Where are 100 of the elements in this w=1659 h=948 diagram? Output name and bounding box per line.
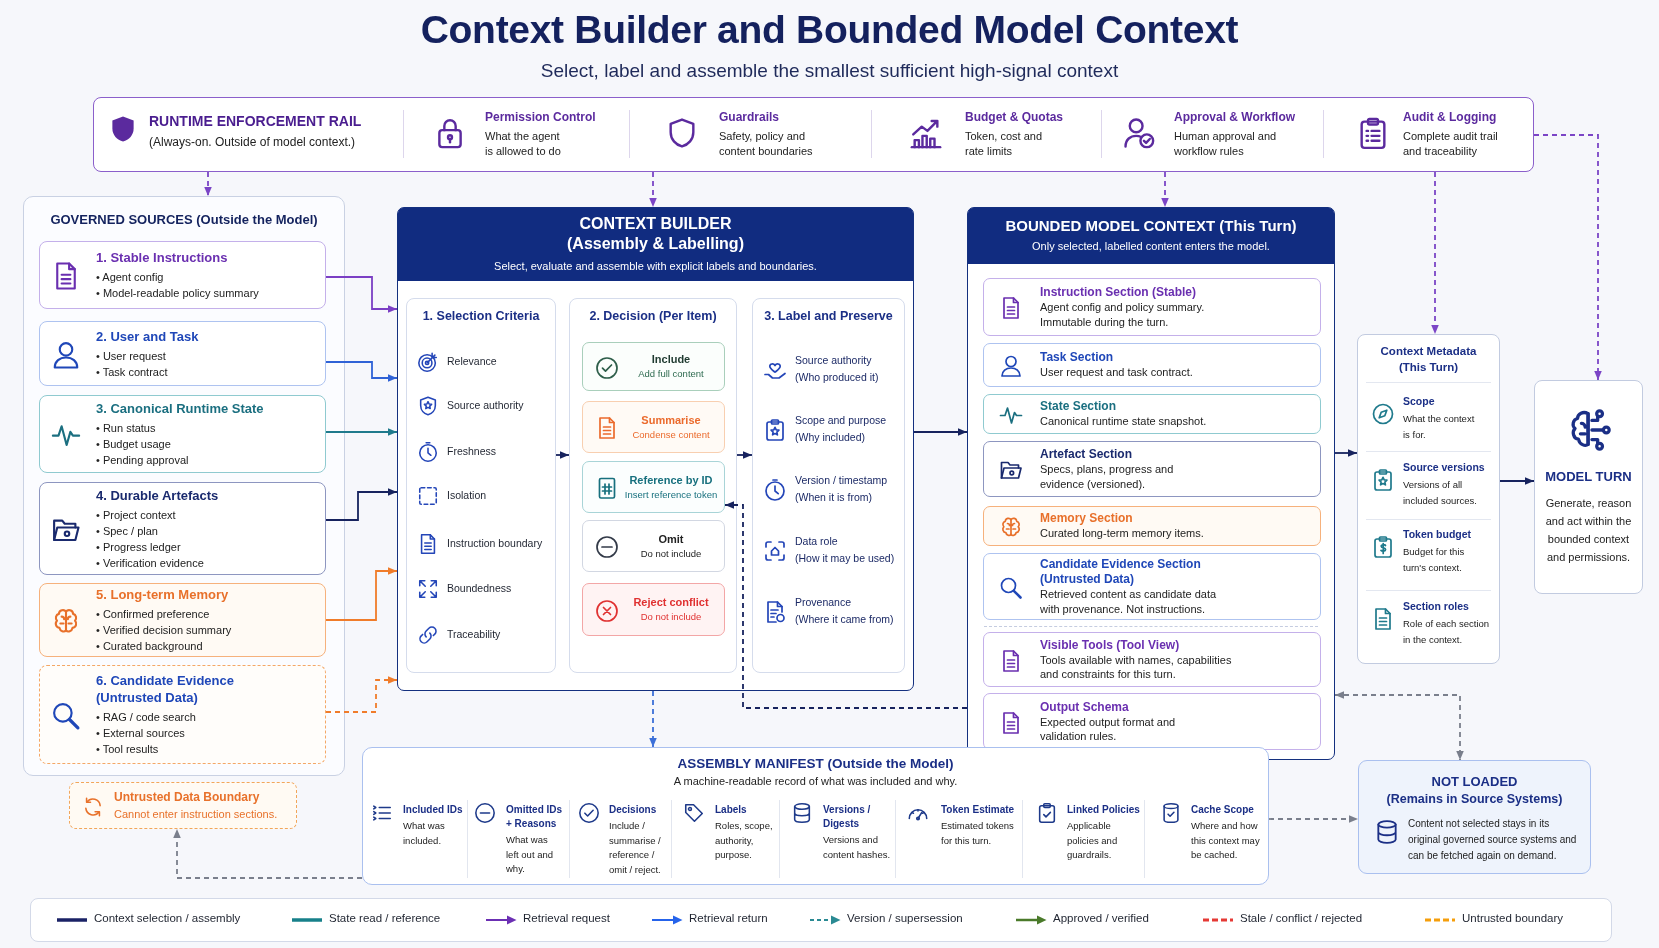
metadata-panel [1357,334,1500,664]
metadata-title: Source versions [1403,461,1485,473]
card-title: 5. Long-term Memory [96,586,229,603]
section-description: Agent config and policy summary. Immutable during the turn. [1040,300,1206,329]
column-heading: 1. Selection Criteria [422,309,540,323]
label-column [752,298,905,673]
legend-label: Retrieval return [689,912,768,924]
rail-title: RUNTIME ENFORCEMENT RAIL [149,113,362,129]
decision-description: Add full content [638,367,704,381]
section-title: Output Schema [1040,699,1129,715]
manifest-field-description: Estimated tokens for this turn. [941,819,1015,848]
decision-option [582,461,725,513]
panel-title: Context Metadata (This Turn) [1379,344,1478,375]
bullet-item: • Budget usage [96,437,171,452]
legend-label: Retrieval request [523,912,610,924]
card-title: 2. User and Task [96,327,199,345]
card-title: 1. Stable Instructions [96,249,228,266]
rail-item-description: Token, cost and rate limits [965,129,1044,159]
bullet-item: • External sources [96,726,185,741]
legend-label: Context selection / assembly [94,912,241,924]
card-title: 6. Candidate Evidence (Untrusted Data) [96,672,235,706]
rail-item-title: Audit & Logging [1403,110,1497,124]
section-description: Curated long-term memory items. [1040,526,1204,541]
rail-item-title: Approval & Workflow [1174,110,1296,124]
attribute-description: (When it is from) [795,491,872,503]
metadata-title: Token budget [1403,528,1472,540]
decision-description: Do not include [640,546,702,561]
manifest-field-title: Linked Policies [1067,803,1140,817]
manifest-field-description: Include / summarise / reference / omit / reject. [609,819,662,877]
bullet-item: • Model-readable policy summary [96,286,259,301]
section-description: Specs, plans, progress and evidence (versioned). [1040,462,1175,491]
bullet-item: • User request [96,348,166,364]
dashed-double-arrow [1334,691,1464,761]
manifest-field-description: What was left out and why. [506,833,554,876]
section-title: Visible Tools (Tool View) [1040,637,1180,653]
arrow [325,488,398,521]
legend-label: Approved / verified [1053,912,1149,924]
decision-title: Omit [658,531,684,547]
builder-panel [397,207,914,691]
bullet-item: • Pending approval [96,453,189,468]
decision-option [582,342,725,391]
arrow [325,567,398,621]
manifest-panel [362,747,1269,885]
manifest-field-title: Cache Scope [1191,803,1254,817]
section-description: Tools available with names, capabilities and constraints for this turn. [1040,652,1233,682]
criterion-label: Freshness [447,445,497,457]
manifest-field-title: Omitted IDs + Reasons [506,803,564,831]
context-section [983,553,1321,620]
legend-label: State read / reference [329,912,441,924]
rail-item-description: Safety, policy and content boundaries [719,129,814,159]
legend-label: Version / supersession [847,912,963,924]
attribute-title: Data role [795,535,838,547]
model-turn-panel [1534,380,1643,594]
context-section [983,394,1321,434]
decision-title: Reject conflict [633,595,709,610]
section-description: Canonical runtime state snapshot. [1040,414,1207,429]
section-title: Instruction Section (Stable) [1040,285,1196,300]
criterion-label: Source authority [447,399,524,411]
section-description: Retrieved content as candidate data with provenance. Not instructions. [1040,587,1218,616]
criterion-label: Instruction boundary [447,537,543,549]
manifest-field-title: Decisions [609,803,657,817]
decision-title: Include [651,352,691,367]
panel-title: NOT LOADED [1431,774,1518,789]
panel-subtitle: (Remains in Source Systems) [1386,792,1563,806]
criterion-label: Relevance [447,355,497,367]
manifest-field-description: Applicable policies and guardrails. [1067,819,1119,862]
source-card [39,241,326,309]
rail-item-description: Complete audit trail and traceability [1403,129,1499,159]
decision-option [582,520,725,572]
arrow [736,451,753,459]
not-loaded-panel [1358,760,1591,874]
bullet-item: • Curated background [96,639,203,654]
arrow [1334,449,1358,457]
section-title: State Section [1040,399,1117,415]
subtitle: Select, label and assemble the smallest sufficient high-signal context [540,60,1119,82]
manifest-field-description: Roles, scope, authority, purpose. [715,819,774,862]
rail-item-description: What the agent is allowed to do [485,129,562,159]
rail-item-title: Budget & Quotas [965,110,1063,124]
panel-title: BOUNDED MODEL CONTEXT (This Turn) [1005,216,1297,235]
boundary-note [69,782,297,829]
model-turn-description: Generate, reason and act within the bounded context and permissions. [1544,496,1633,565]
manifest-field-title: Token Estimate [941,803,1015,817]
bullet-item: • Tool results [96,742,159,757]
dashed-arrow [1268,815,1359,823]
criteria-column [406,298,556,673]
dashed-arrow [325,676,398,713]
panel-title: CONTEXT BUILDER (Assembly & Labelling) [566,214,745,254]
model-turn-title: MODEL TURN [1545,469,1632,484]
context-panel [967,207,1335,760]
section-title: Memory Section [1040,511,1133,527]
section-title: Candidate Evidence Section (Untrusted Data) [1040,557,1202,587]
boundary-title: Untrusted Data Boundary [114,790,260,804]
source-card [39,395,326,473]
panel-subtitle: A machine-readable record of what was included and why. [673,775,958,787]
arrow [325,276,398,313]
panel-subtitle: Select, evaluate and assemble with explicit labels and boundaries. [494,260,817,272]
attribute-description: (How it may be used) [795,552,895,564]
decision-column [569,298,737,673]
bullet-item: • Task contract [96,364,168,380]
criterion-label: Boundedness [447,582,512,594]
